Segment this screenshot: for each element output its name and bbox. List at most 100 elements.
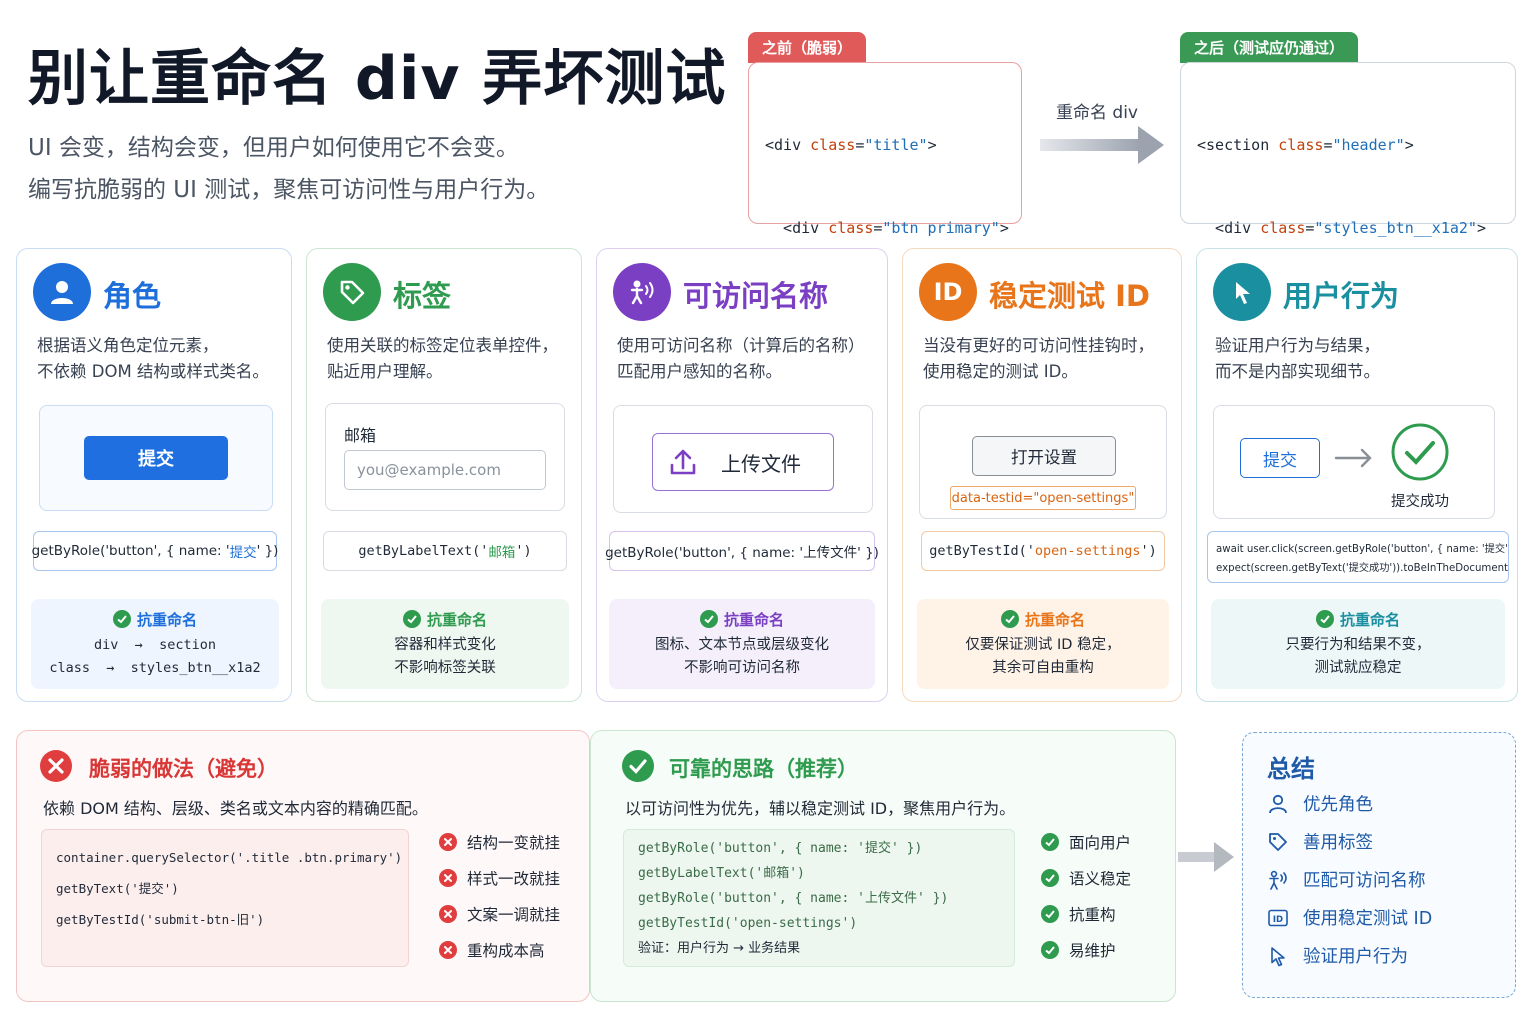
query-code: await user.click(screen.getByRole('butto… xyxy=(1207,531,1509,583)
resist-title: 抗重命名 xyxy=(1315,609,1400,630)
card-title: 稳定测试 ID xyxy=(989,279,1150,313)
demo-area: 提交 xyxy=(39,405,273,511)
bad-list: 结构一变就挂 样式一改就挂 文案一调就挂 重构成本高 xyxy=(439,831,560,961)
x-circle-icon xyxy=(439,869,457,887)
rename-label: 重命名 div xyxy=(1056,103,1138,123)
resist-line: class → styles_btn__x1a2 xyxy=(49,659,261,676)
summary-item: 善用标签 xyxy=(1267,829,1432,854)
before-code-line: <div class="title"> xyxy=(765,136,937,154)
card-label: 标签 使用关联的标签定位表单控件， 贴近用户理解。 邮箱 you@example… xyxy=(306,248,582,702)
after-code-line: <section class="header"> xyxy=(1197,136,1414,154)
bad-desc: 依赖 DOM 结构、层级、类名或文本内容的精确匹配。 xyxy=(43,799,428,818)
query-line: expect(screen.getByText('提交成功')).toBeInT… xyxy=(1216,563,1509,574)
tag-icon xyxy=(323,263,381,321)
bad-title: 脆弱的做法（避免） xyxy=(89,757,278,781)
card-desc-1: 使用可访问名称（计算后的名称） xyxy=(617,336,865,355)
resist-line: 仅要保证测试 ID 稳定， xyxy=(965,636,1121,653)
summary-item: 匹配可访问名称 xyxy=(1267,867,1432,892)
resist-title: 抗重命名 xyxy=(112,609,197,630)
list-item: 样式一改就挂 xyxy=(439,867,560,889)
x-circle-icon xyxy=(439,941,457,959)
resist-line: 不影响可访问名称 xyxy=(684,659,800,676)
upload-button-label: 上传文件 xyxy=(721,451,801,476)
bad-code-line: getByText('提交') xyxy=(56,881,179,896)
resist-box: 抗重命名 div → section class → styles_btn__x… xyxy=(31,599,279,689)
list-item: 面向用户 xyxy=(1041,831,1131,853)
demo-area: 邮箱 you@example.com xyxy=(325,403,565,511)
tag-icon xyxy=(1269,832,1287,851)
bad-code-line: getByTestId('submit-btn-旧') xyxy=(56,912,265,927)
check-circle-icon xyxy=(622,750,654,782)
user-icon xyxy=(33,263,91,321)
before-code: <div class="title"> <div class="btn prim… xyxy=(748,62,1022,484)
open-settings-button[interactable]: 打开设置 xyxy=(972,436,1116,476)
summary-item: ID 使用稳定测试 ID xyxy=(1267,905,1432,930)
good-list: 面向用户 语义稳定 抗重构 易维护 xyxy=(1041,831,1131,961)
resist-box: 抗重命名 只要行为和结果不变， 测试就应稳定 xyxy=(1211,599,1505,689)
submit-button[interactable]: 提交 xyxy=(84,436,228,480)
submit-button[interactable]: 提交 xyxy=(1240,438,1320,478)
resist-line: div → section xyxy=(94,636,216,653)
card-accessible-name: 可访问名称 使用可访问名称（计算后的名称） 匹配用户感知的名称。 上传文件 ge… xyxy=(596,248,888,702)
resist-box: 抗重命名 仅要保证测试 ID 稳定， 其余可自由重构 xyxy=(917,599,1169,689)
bad-code: container.querySelector('.title .btn.pri… xyxy=(41,829,409,967)
resist-box: 抗重命名 图标、文本节点或层级变化 不影响可访问名称 xyxy=(609,599,875,689)
check-circle-icon xyxy=(1041,941,1059,959)
good-code: getByRole('button', { name: '提交' }) getB… xyxy=(623,829,1015,967)
before-code-line: <div class="btn primary"> xyxy=(765,218,1009,237)
query-code: getByRole('button', { name: '上传文件' }) xyxy=(605,531,879,571)
resist-title: 抗重命名 xyxy=(402,609,487,630)
list-item: 结构一变就挂 xyxy=(439,831,560,853)
user-icon xyxy=(1269,794,1287,813)
bad-code-line: container.querySelector('.title .btn.pri… xyxy=(56,850,403,865)
upload-button[interactable]: 上传文件 xyxy=(652,433,834,491)
card-desc-1: 使用关联的标签定位表单控件， xyxy=(327,336,558,355)
success-label: 提交成功 xyxy=(1391,494,1449,510)
x-circle-icon xyxy=(439,905,457,923)
id-icon: ID xyxy=(1268,909,1288,926)
resist-line: 图标、文本节点或层级变化 xyxy=(655,636,829,653)
resist-title: 抗重命名 xyxy=(1000,609,1085,630)
card-title: 角色 xyxy=(103,279,162,313)
after-code-line: <div class="styles_btn__x1a2"> xyxy=(1197,218,1486,237)
cursor-icon xyxy=(1213,263,1271,321)
query-text: ' }) xyxy=(256,543,279,559)
resist-box: 抗重命名 容器和样式变化 不影响标签关联 xyxy=(321,599,569,689)
resist-line: 不影响标签关联 xyxy=(394,659,496,676)
rename-arrow-icon xyxy=(1040,126,1164,164)
check-circle-icon xyxy=(1041,869,1059,887)
list-item: 重构成本高 xyxy=(439,939,560,961)
email-field[interactable]: you@example.com xyxy=(344,450,546,490)
query-line: await user.click(screen.getByRole('butto… xyxy=(1216,544,1509,555)
good-code-line: getByRole('button', { name: '上传文件' }) xyxy=(638,891,949,906)
good-title: 可靠的思路（推荐） xyxy=(669,757,858,781)
resist-line: 其余可自由重构 xyxy=(992,659,1094,676)
accessibility-icon xyxy=(1269,870,1287,890)
before-tab: 之前（脆弱） xyxy=(748,32,867,63)
resist-line: 容器和样式变化 xyxy=(394,636,496,653)
id-icon: ID xyxy=(919,263,977,321)
x-circle-icon xyxy=(439,833,457,851)
bad-practice-panel: 脆弱的做法（避免） 依赖 DOM 结构、层级、类名或文本内容的精确匹配。 con… xyxy=(16,730,590,1002)
check-circle-icon xyxy=(1041,833,1059,851)
svg-text:ID: ID xyxy=(1273,915,1283,925)
card-title: 可访问名称 xyxy=(683,279,829,313)
check-circle-icon xyxy=(1041,905,1059,923)
check-circle-icon xyxy=(112,610,131,628)
query-text: getByRole('button', { name: ' xyxy=(31,543,230,559)
email-label: 邮箱 xyxy=(344,426,377,445)
card-role: 角色 根据语义角色定位元素， 不依赖 DOM 结构或样式类名。 提交 getBy… xyxy=(16,248,292,702)
page-title: 别让重命名 div 弄坏测试 xyxy=(28,44,727,114)
summary-panel: 总结 优先角色 善用标签 匹配可访问名称 ID 使用稳定测试 ID 验证用户行为 xyxy=(1242,732,1516,998)
cursor-icon xyxy=(1271,946,1285,966)
list-item: 语义稳定 xyxy=(1041,867,1131,889)
card-desc-1: 当没有更好的可访问性挂钩时， xyxy=(923,336,1154,355)
card-title: 标签 xyxy=(393,279,452,313)
card-title: 用户行为 xyxy=(1283,279,1400,313)
card-desc-1: 验证用户行为与结果， xyxy=(1215,336,1380,355)
card-test-id: ID 稳定测试 ID 当没有更好的可访问性挂钩时， 使用稳定的测试 ID。 打开… xyxy=(902,248,1182,702)
card-desc-2: 而不是内部实现细节。 xyxy=(1215,362,1380,381)
summary-list: 优先角色 善用标签 匹配可访问名称 ID 使用稳定测试 ID 验证用户行为 xyxy=(1267,791,1432,968)
list-item: 抗重构 xyxy=(1041,903,1131,925)
good-code-line: 验证：用户行为 → 业务结果 xyxy=(638,941,801,956)
